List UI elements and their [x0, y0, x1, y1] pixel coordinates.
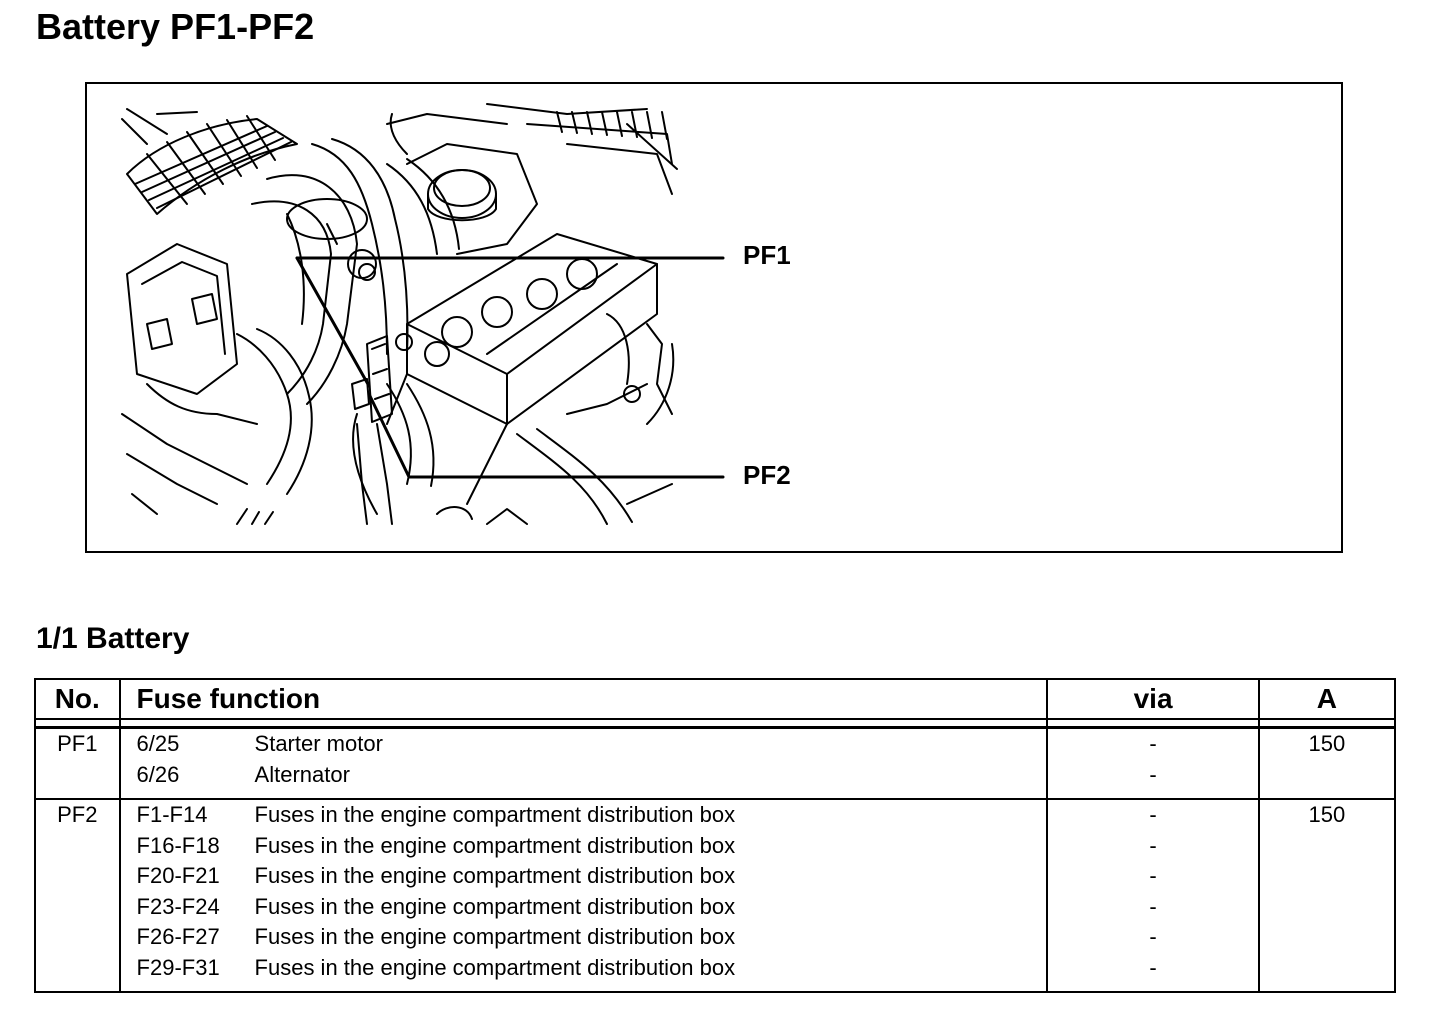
battery-drawing [386, 233, 673, 505]
fuse-description: Fuses in the engine compartment distribu… [254, 924, 736, 949]
fuse-holder-drawing [351, 333, 413, 525]
fuse-code: F26-F27 [136, 924, 220, 949]
fuse-table: No. Fuse function via A PF1 6/25 Starter … [34, 678, 1397, 993]
fuse-number: PF1 [57, 731, 98, 756]
page-title: Battery PF1-PF2 [36, 6, 315, 47]
intake-hose-drawing [121, 108, 298, 215]
table-header-row: No. Fuse function via A [34, 678, 1397, 719]
fuse-description: Starter motor [254, 731, 383, 756]
via-value: - [1149, 832, 1157, 858]
table-row-pf1: PF1 6/25 Starter motor 6/26 Alternator - -… [34, 727, 1397, 800]
via-value: - [1149, 954, 1157, 980]
fuse-code: F1-F14 [136, 802, 208, 827]
via-value: - [1149, 731, 1157, 756]
list-item: F16-F18 Fuses in the engine compartment d… [121, 831, 1047, 862]
section-title: 1/1 Battery [36, 622, 190, 655]
left-components-drawing [121, 243, 313, 515]
fuse-code: F29-F31 [136, 954, 220, 980]
header-separator [34, 718, 1397, 729]
fuse-description: Fuses in the engine compartment distribu… [254, 863, 736, 888]
list-item: F1-F14 Fuses in the engine compartment di… [121, 800, 1047, 831]
list-item: F26-F27 Fuses in the engine compartment d… [121, 922, 1047, 953]
grille-drawing [526, 111, 678, 195]
fuse-description: Fuses in the engine compartment distribu… [254, 802, 736, 827]
callout-pf2: PF2 [743, 460, 791, 490]
header-fuse-function: Fuse function [118, 678, 1049, 719]
fuse-description: Fuses in the engine compartment distribu… [254, 893, 736, 919]
list-item: F29-F31 Fuses in the engine compartment d… [121, 953, 1047, 984]
list-item: 6/26 Alternator [121, 760, 1047, 791]
header-via: via [1046, 678, 1260, 719]
fuse-description: Alternator [254, 761, 350, 787]
callout-pf1: PF1 [743, 240, 791, 270]
list-item: F23-F24 Fuses in the engine compartment d… [121, 892, 1047, 923]
callout-leader-lines [295, 256, 725, 479]
via-value: - [1149, 893, 1157, 919]
via-value: - [1149, 924, 1157, 949]
fuse-code: F23-F24 [136, 893, 220, 919]
via-value: - [1149, 761, 1157, 787]
reservoir-cap-drawing [386, 103, 648, 255]
fuse-description: Fuses in the engine compartment distribu… [254, 832, 736, 858]
fuse-number: PF2 [57, 802, 98, 827]
fuse-code: 6/25 [136, 731, 180, 756]
elbow-hose-drawing [251, 174, 368, 405]
amps-value: 150 [1308, 802, 1346, 827]
fuse-description: Fuses in the engine compartment distribu… [254, 954, 736, 980]
via-value: - [1149, 863, 1157, 888]
header-no: No. [34, 678, 121, 719]
list-item: F20-F21 Fuses in the engine compartment d… [121, 861, 1047, 892]
fuse-code: F16-F18 [136, 832, 220, 858]
battery-figure: PF1 PF2 [85, 82, 1343, 553]
amps-value: 150 [1308, 731, 1346, 756]
list-item: 6/25 Starter motor [121, 729, 1047, 760]
lower-right-drawing [236, 343, 675, 525]
via-value: - [1149, 802, 1157, 827]
fuse-code: 6/26 [136, 761, 180, 787]
fuse-code: F20-F21 [136, 863, 220, 888]
center-hoses-drawing [311, 138, 460, 515]
header-amps: A [1257, 678, 1397, 719]
engine-bay-illustration [121, 103, 725, 525]
